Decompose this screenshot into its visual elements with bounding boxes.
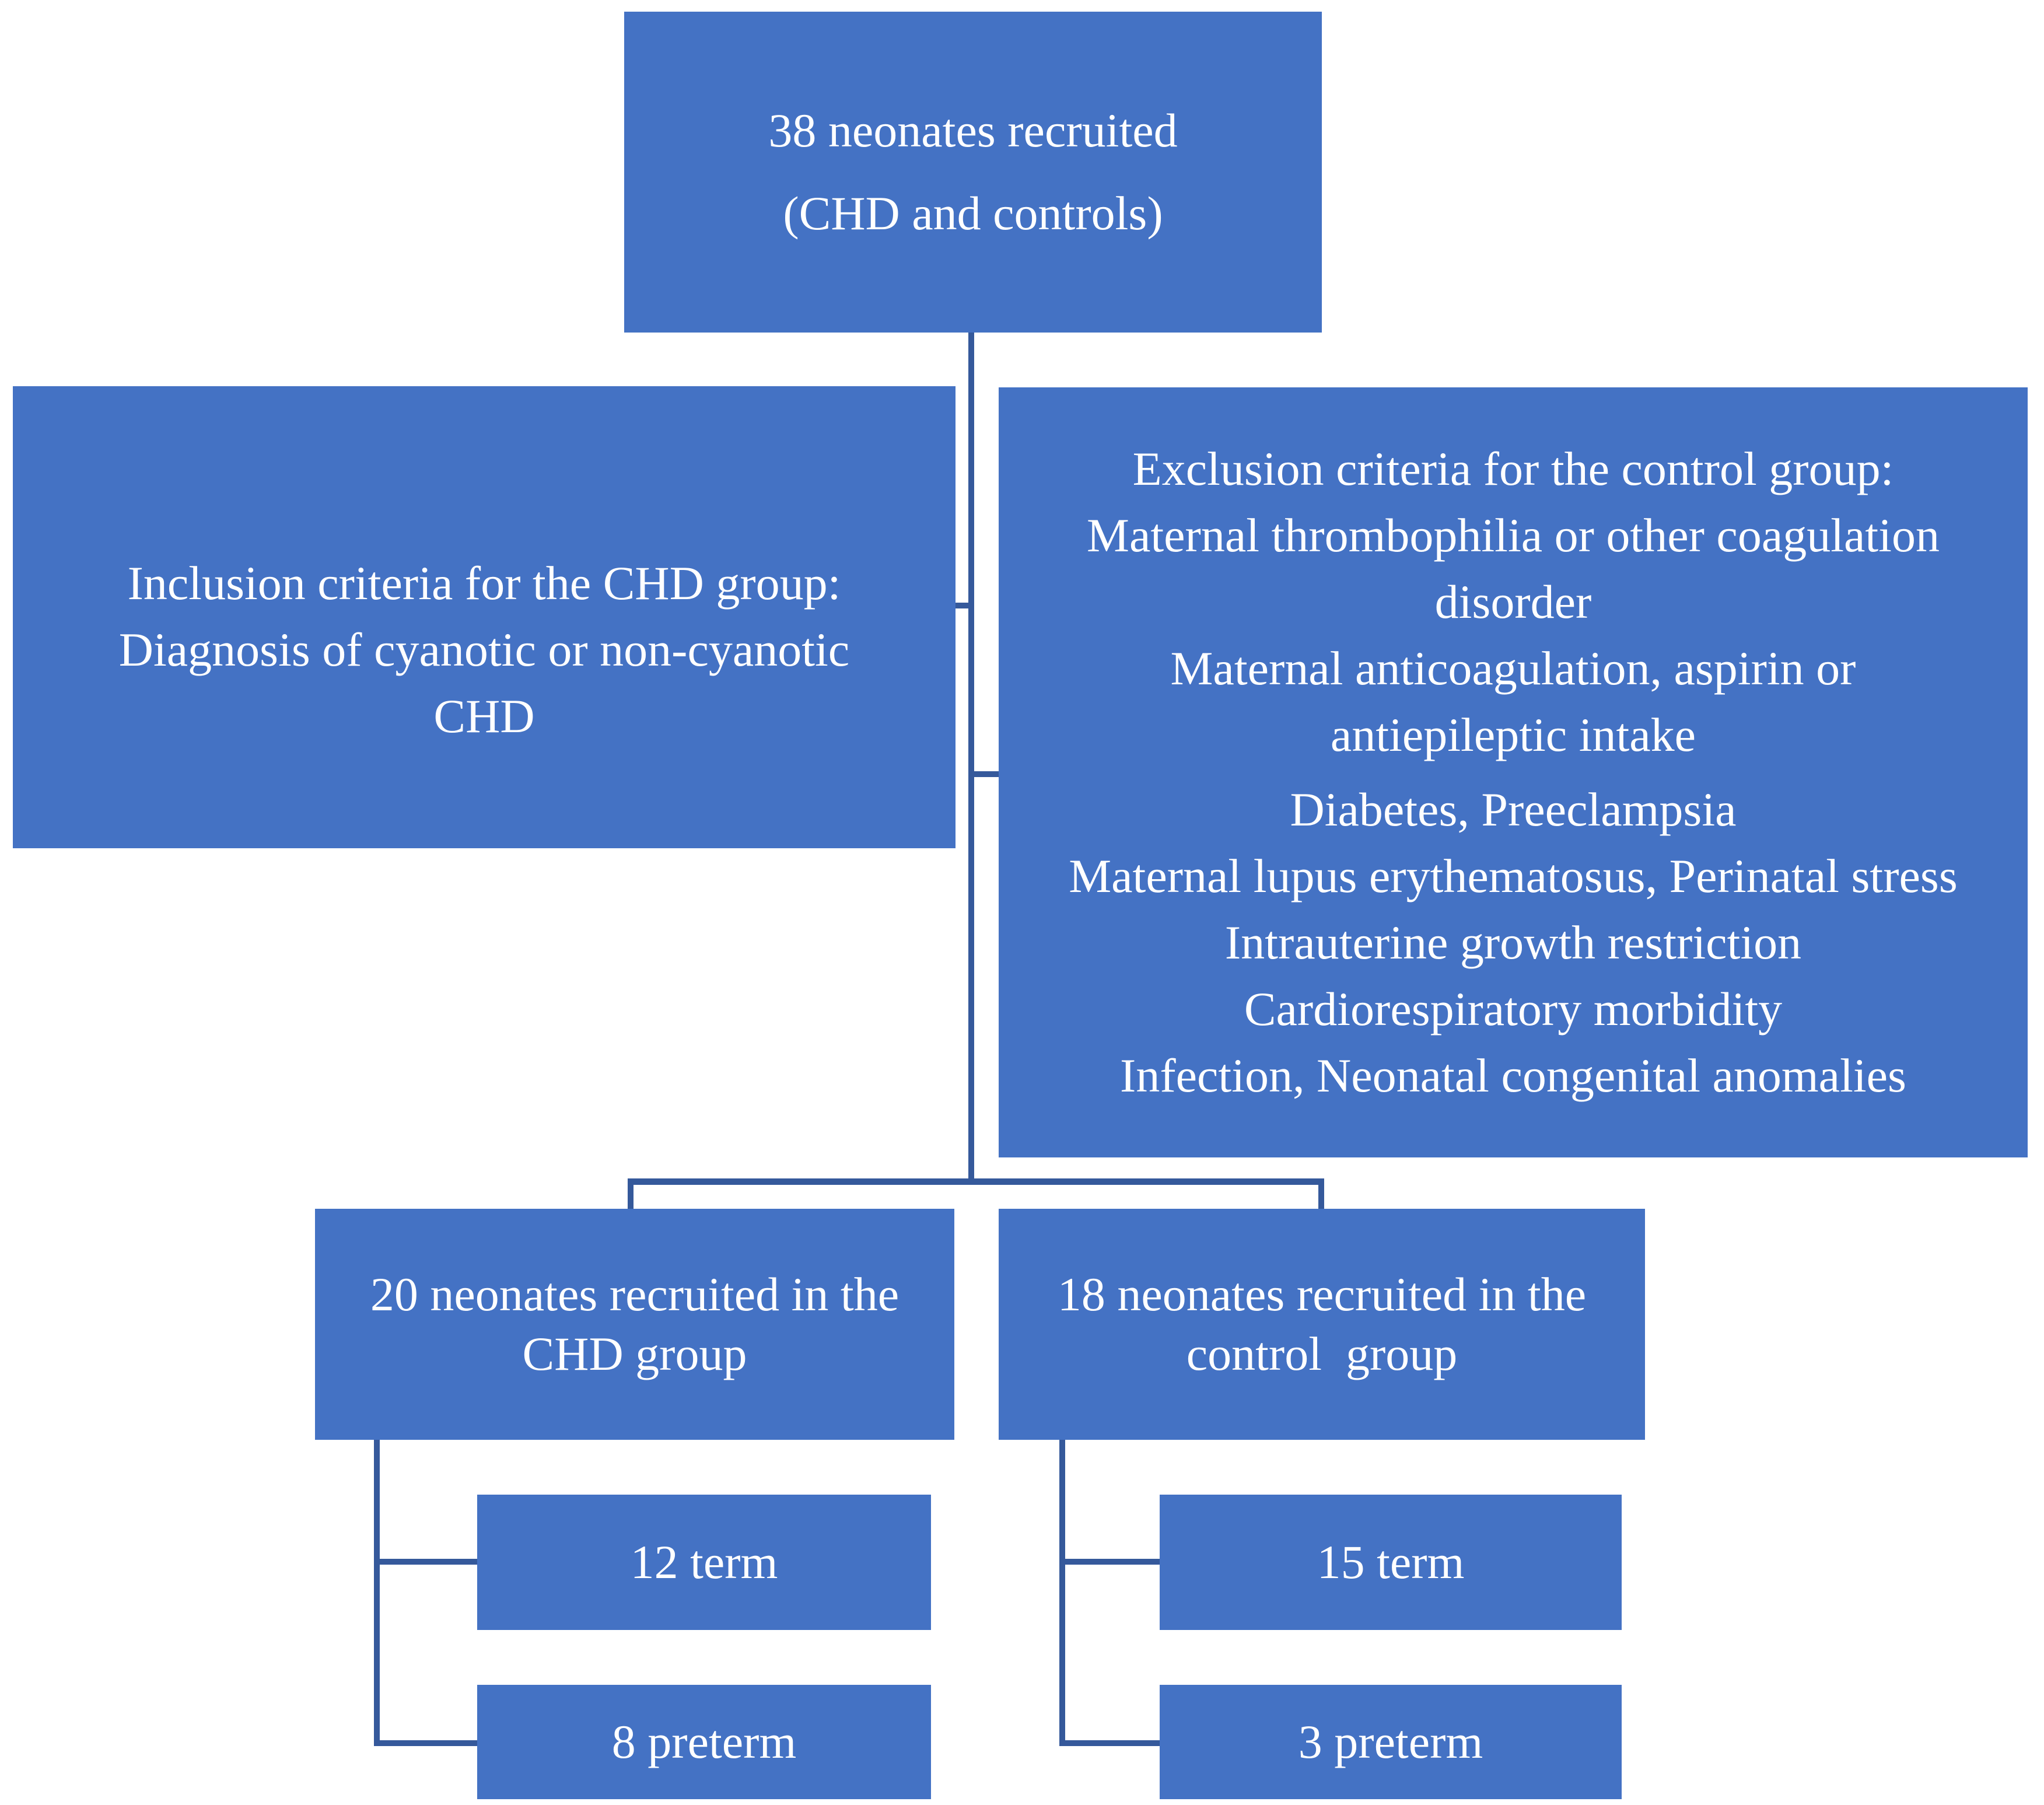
connector-drop-right (1318, 1178, 1324, 1209)
box-total-recruited-line2: (CHD and controls) (783, 187, 1163, 240)
chd-term-label: 12 term (630, 1535, 778, 1589)
inclusion-line2: Diagnosis of cyanotic or non-cyanotic (118, 623, 850, 676)
exclusion-line8: Intrauterine growth restriction (1224, 916, 1802, 969)
exclusion-line2: Maternal thrombophilia or other coagulat… (1087, 509, 1940, 562)
exclusion-line1: Exclusion criteria for the control group… (1132, 442, 1894, 495)
box-chd-group: 20 neonates recruited in the CHD group (315, 1209, 954, 1440)
inclusion-line3: CHD (433, 690, 535, 743)
box-chd-preterm: 8 preterm (477, 1685, 931, 1799)
connector-tick-control-term (1059, 1559, 1160, 1565)
connector-horizontal-bar (628, 1178, 1324, 1185)
inclusion-line1: Inclusion criteria for the CHD group: (127, 557, 841, 610)
connector-center-vertical (968, 333, 974, 1184)
connector-control-vertical (1059, 1439, 1065, 1746)
exclusion-line7: Maternal lupus erythematosus, Perinatal … (1069, 849, 1958, 903)
exclusion-line6: Diabetes, Preeclampsia (1290, 783, 1737, 836)
exclusion-line5: antiepileptic intake (1330, 708, 1696, 761)
control-group-line2: control group (1186, 1327, 1458, 1380)
box-control-group: 18 neonates recruited in the control gro… (999, 1209, 1645, 1440)
box-control-term: 15 term (1160, 1495, 1622, 1630)
control-preterm-label: 3 preterm (1298, 1715, 1483, 1768)
connector-tick-chd-preterm (374, 1740, 477, 1746)
control-group-line1: 18 neonates recruited in the (1057, 1268, 1587, 1321)
chd-group-line1: 20 neonates recruited in the (370, 1268, 900, 1321)
box-total-recruited: 38 neonates recruited (CHD and controls) (624, 12, 1322, 333)
box-total-recruited-line1: 38 neonates recruited (768, 104, 1178, 157)
box-control-preterm: 3 preterm (1160, 1685, 1622, 1799)
exclusion-line4: Maternal anticoagulation, aspirin or (1170, 642, 1856, 695)
box-chd-term: 12 term (477, 1495, 931, 1630)
exclusion-line9: Cardiorespiratory morbidity (1244, 982, 1783, 1036)
exclusion-line3: disorder (1434, 575, 1592, 628)
connector-tick-inclusion (956, 603, 970, 608)
connector-tick-exclusion (973, 771, 1000, 777)
chd-group-line2: CHD group (522, 1327, 747, 1380)
control-term-label: 15 term (1317, 1535, 1465, 1589)
chd-preterm-label: 8 preterm (611, 1715, 797, 1768)
connector-tick-control-preterm (1059, 1740, 1160, 1746)
connector-tick-chd-term (374, 1559, 477, 1565)
exclusion-line10: Infection, Neonatal congenital anomalies (1120, 1049, 1906, 1102)
box-exclusion-criteria: Exclusion criteria for the control group… (999, 387, 2028, 1157)
box-inclusion-criteria: Inclusion criteria for the CHD group: Di… (13, 386, 956, 848)
connector-chd-vertical (374, 1439, 380, 1746)
connector-drop-left (628, 1178, 634, 1209)
